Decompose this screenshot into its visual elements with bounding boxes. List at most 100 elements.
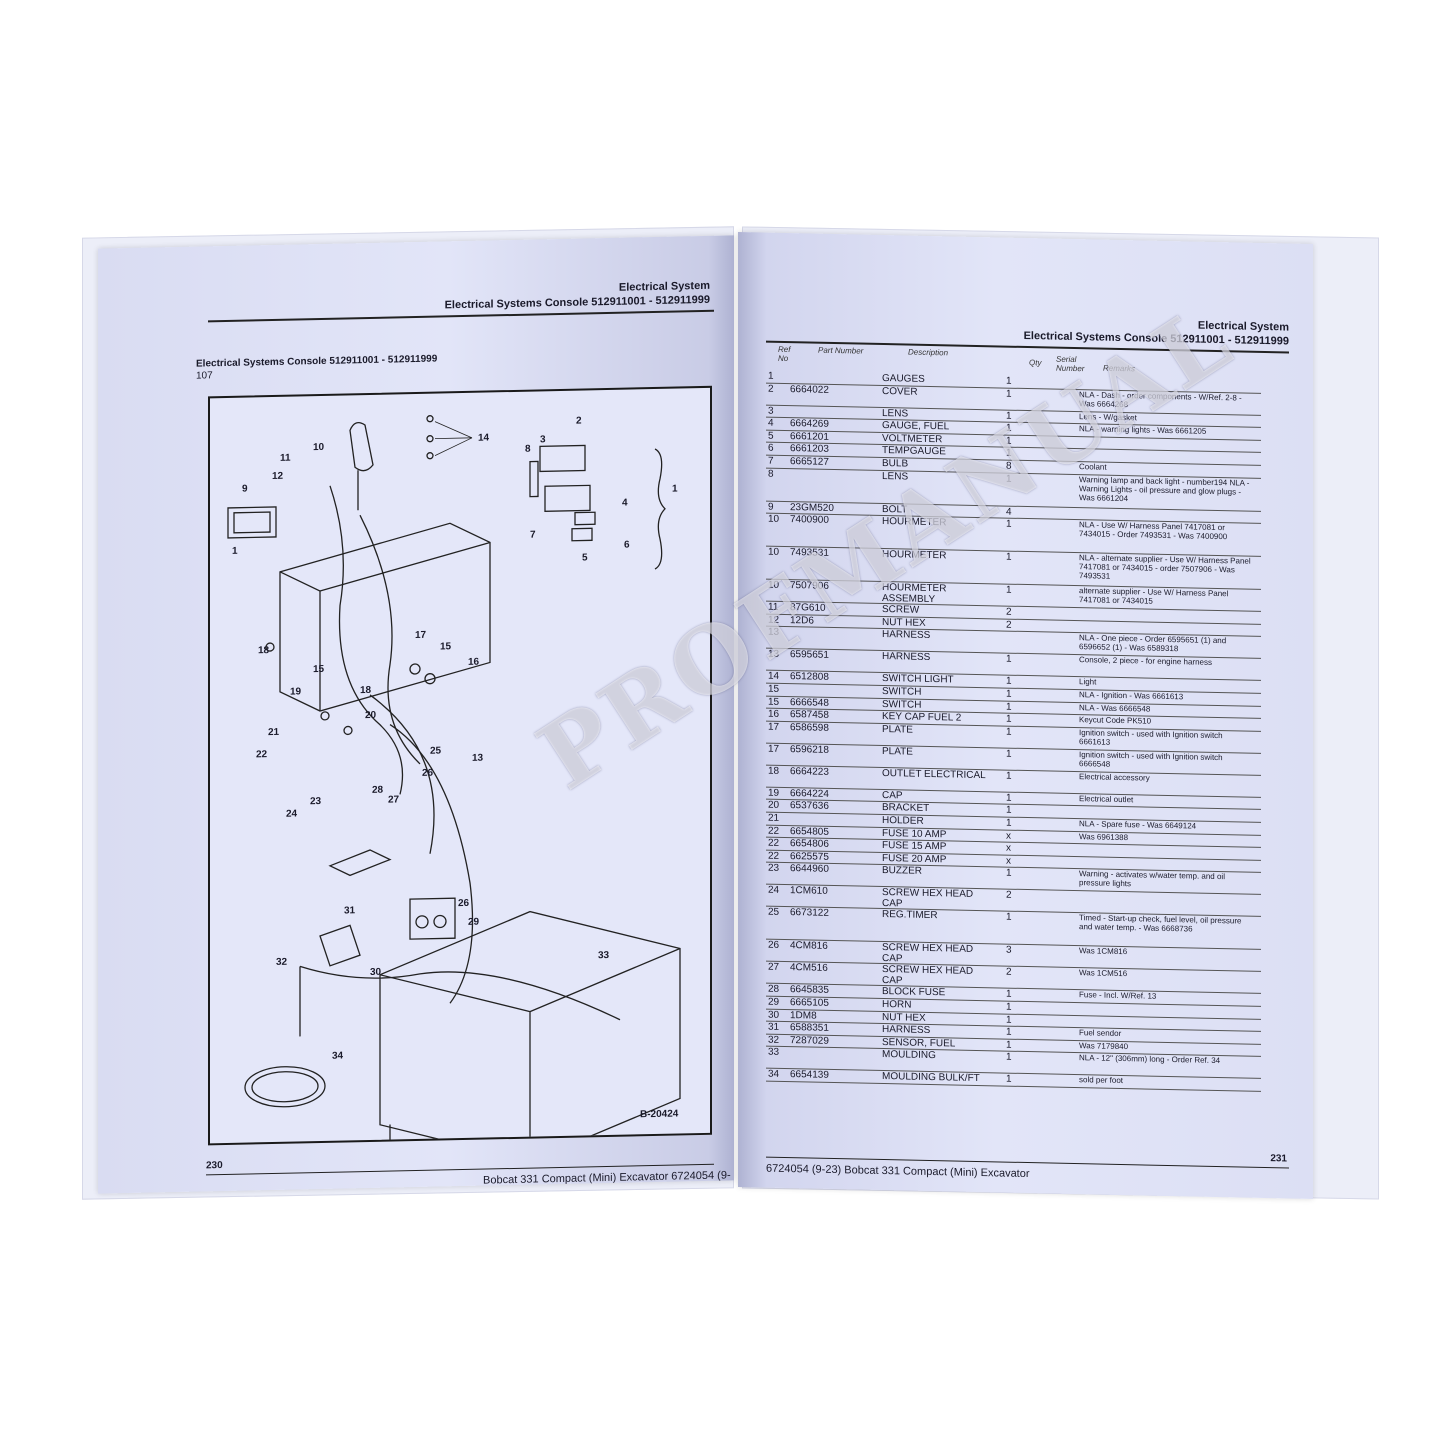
row-remarks: Warning lamp and back light - number194 …: [1079, 474, 1250, 503]
callout-33: 33: [598, 949, 610, 962]
row-ref: 2: [768, 383, 774, 395]
row-description: GAUGES: [882, 372, 925, 385]
row-description: PLATE: [882, 745, 913, 758]
row-part-number: 6588351: [790, 1022, 829, 1035]
callout-2: 2: [576, 415, 582, 427]
row-remarks: Ignition switch - used with Ignition swi…: [1079, 727, 1223, 747]
row-ref: 15: [768, 696, 780, 708]
callout-14: 14: [478, 432, 490, 444]
row-qty: 1: [1006, 388, 1012, 400]
callout-5: 5: [582, 552, 588, 564]
row-qty: 1: [1006, 551, 1012, 563]
row-part-number: 6654139: [790, 1069, 829, 1082]
row-ref: 23: [768, 862, 780, 875]
row-description: OUTLET ELECTRICAL: [882, 767, 986, 781]
row-part-number: 6654806: [790, 838, 829, 851]
row-qty: 3: [1006, 944, 1012, 957]
row-part-number: 4CM516: [790, 962, 828, 975]
row-description: SWITCH: [882, 685, 922, 698]
row-part-number: 4CM816: [790, 940, 828, 953]
row-part-number: 6587458: [790, 709, 829, 722]
row-ref: 34: [768, 1068, 780, 1081]
row-qty: 1: [1006, 817, 1012, 829]
row-qty: 1: [1006, 1026, 1012, 1038]
callout-1b: 1: [232, 545, 238, 557]
row-remarks: NLA - alternate supplier - Use W/ Harnes…: [1079, 553, 1251, 581]
diagram-drawing: [227, 415, 681, 1194]
row-remarks: alternate supplier - Use W/ Harness Pane…: [1079, 586, 1229, 606]
row-description: REG.TIMER: [882, 909, 938, 922]
row-ref: 25: [768, 906, 780, 919]
row-part-number: 6665105: [790, 997, 829, 1009]
row-description: FUSE 10 AMP: [882, 827, 947, 840]
row-qty: 1: [1006, 792, 1012, 804]
row-ref: 17: [768, 743, 780, 755]
row-ref: 27: [768, 961, 780, 974]
row-qty: 1: [1006, 867, 1012, 880]
row-description: BLOCK FUSE: [882, 986, 946, 999]
row-ref: 19: [768, 787, 780, 799]
row-qty: 2: [1006, 606, 1012, 618]
row-ref: 26: [768, 939, 780, 952]
row-description: PLATE: [882, 723, 913, 736]
row-qty: 1: [1006, 726, 1012, 738]
callout-22: 22: [256, 749, 268, 761]
row-qty: 1: [1006, 1039, 1012, 1051]
callout-34: 34: [332, 1050, 344, 1062]
row-ref: 33: [768, 1046, 780, 1059]
callout-3: 3: [540, 434, 546, 446]
row-ref: 17: [768, 721, 780, 733]
row-part-number: 6661203: [790, 443, 829, 456]
row-ref: 5: [768, 430, 774, 442]
row-part-number: 6625575: [790, 850, 829, 863]
callout-12: 12: [272, 470, 284, 483]
row-ref: 22: [768, 850, 780, 862]
left-page: Electrical System Electrical Systems Con…: [98, 235, 734, 1194]
row-ref: 1: [768, 370, 774, 382]
col-ref: Ref No: [778, 344, 791, 364]
callout-9: 9: [242, 483, 248, 495]
left-subsection-title: Electrical Systems Console 512911001 - 5…: [444, 293, 710, 312]
row-description: KEY CAP FUEL 2: [882, 711, 962, 724]
row-remarks: Ignition switch - used with Ignition swi…: [1079, 749, 1223, 769]
row-ref: 20: [768, 799, 780, 812]
row-remarks: NLA - Use W/ Harness Panel 7417081 or 74…: [1079, 520, 1228, 542]
row-ref: 22: [768, 825, 780, 837]
col-qty: Qty: [1029, 358, 1042, 368]
row-qty: 1: [1006, 1051, 1012, 1064]
row-ref: 18: [768, 765, 780, 777]
row-qty: 1: [1006, 911, 1012, 924]
row-ref: 8: [768, 468, 774, 480]
row-part-number: 6666548: [790, 696, 829, 709]
row-ref: 21: [768, 812, 780, 824]
callout-10: 10: [313, 441, 325, 454]
callout-30: 30: [370, 966, 382, 978]
callout-27: 27: [388, 794, 400, 806]
row-description: HOLDER: [882, 814, 924, 827]
row-description: BULB: [882, 457, 909, 470]
callout-23: 23: [310, 795, 322, 808]
callout-31: 31: [344, 905, 356, 917]
row-qty: 1: [1006, 770, 1012, 782]
callout-17: 17: [415, 629, 427, 642]
row-ref: 28: [768, 983, 780, 996]
callout-24: 24: [286, 808, 298, 820]
col-part: Part Number: [818, 345, 864, 356]
row-part-number: 6665127: [790, 456, 829, 468]
row-qty: 1: [1006, 804, 1012, 817]
callout-29: 29: [468, 916, 480, 928]
row-ref: 7: [768, 455, 774, 467]
row-qty: 1: [1006, 675, 1012, 688]
callout-32: 32: [276, 956, 288, 968]
row-ref: 4: [768, 417, 774, 429]
row-description: CAP: [882, 789, 903, 802]
right-footer: 6724054 (9-23) Bobcat 331 Compact (Mini)…: [766, 1162, 1030, 1181]
row-part-number: 6661201: [790, 430, 829, 443]
row-remarks: Warning - activates w/water temp. and oi…: [1079, 869, 1225, 889]
row-part-number: 6664223: [790, 765, 829, 778]
row-description: HARNESS: [882, 629, 931, 642]
row-qty: 1: [1006, 375, 1012, 387]
row-qty: 1: [1006, 1073, 1012, 1086]
row-qty: x: [1006, 842, 1011, 854]
left-page-number: 230: [206, 1160, 223, 1172]
